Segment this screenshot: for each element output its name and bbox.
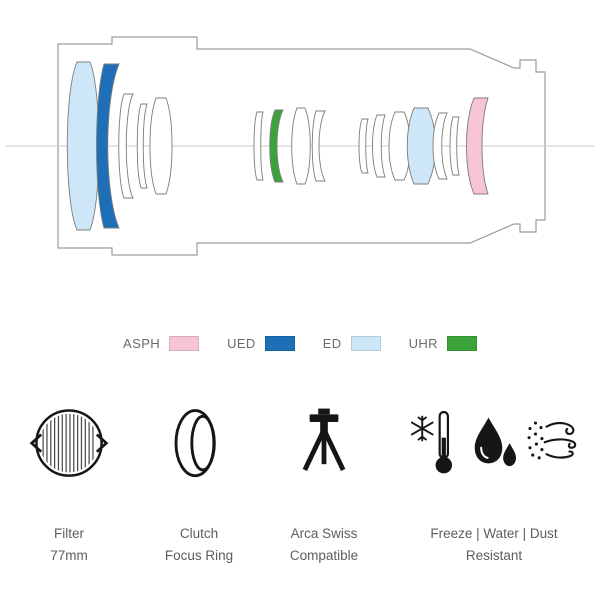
lens-element-uhr	[269, 109, 284, 183]
legend-label-uhr: UHR	[408, 336, 438, 351]
feature-line2: 77mm	[50, 548, 88, 564]
legend-item-ed: ED	[323, 336, 381, 351]
lens-element-clear-5	[291, 107, 311, 185]
dust-particles	[527, 421, 544, 460]
lens-element-clear-6	[311, 110, 326, 182]
lens-element-clear-7	[358, 118, 369, 174]
lens-element-ed-front	[66, 61, 100, 231]
water-drop-small	[503, 443, 516, 467]
legend-label-ued: UED	[227, 336, 256, 351]
feature-line1: Filter	[53, 526, 84, 541]
feature-list: Filter 77mm Clutch Focus Ring	[0, 399, 600, 568]
lens-elements-group	[66, 61, 489, 231]
lens-element-clear-10	[432, 112, 448, 180]
lens-element-clear-8	[372, 114, 386, 178]
weather-icons-wrap	[408, 399, 580, 491]
feature-weather-resistant: Freeze | Water | Dust Resistant	[388, 399, 600, 568]
legend-swatch-ued	[264, 336, 295, 351]
legend-label-ed: ED	[322, 336, 342, 351]
snowflake-icon	[410, 415, 434, 442]
water-resistant-icon	[474, 417, 516, 467]
focus-ring-icon	[174, 409, 216, 478]
feature-line1: Arca Swiss	[290, 526, 358, 541]
filter-icon-wrap	[23, 399, 115, 491]
water-drop-large	[474, 417, 503, 464]
legend-item-asph: ASPH	[123, 336, 200, 351]
lens-element-clear-9	[388, 111, 411, 181]
dust-resistant-icon	[527, 421, 577, 460]
glass-type-legend: ASPH UED ED UHR	[0, 336, 600, 351]
legend-swatch-uhr	[446, 336, 477, 351]
feature-label-filter: Filter 77mm	[50, 523, 88, 568]
drop-highlight	[480, 446, 489, 459]
focus-ring-icon-wrap	[153, 399, 245, 491]
tripod-icon-wrap	[278, 399, 370, 491]
feature-line1: Clutch	[179, 526, 219, 541]
wind-lines	[543, 422, 577, 459]
feature-line2: Focus Ring	[164, 548, 234, 564]
legend-swatch-ed	[350, 336, 381, 351]
lens-element-clear-2	[136, 103, 148, 189]
lens-element-ed-rear	[406, 107, 436, 185]
feature-line1: Freeze | Water | Dust	[430, 526, 558, 541]
feature-label-focus-ring: Clutch Focus Ring	[165, 523, 233, 568]
lens-element-clear-1	[118, 93, 134, 199]
lens-element-ued	[96, 63, 120, 229]
tripod-icon	[302, 408, 346, 471]
legend-item-ued: UED	[227, 336, 295, 351]
filter-diameter-icon	[29, 409, 109, 477]
freeze-resistant-icon	[410, 410, 453, 474]
legend-item-uhr: UHR	[409, 336, 477, 351]
lens-element-clear-4	[253, 111, 264, 181]
filter-knurling	[42, 413, 94, 473]
feature-label-arca-swiss: Arca Swiss Compatible	[290, 523, 358, 568]
feature-label-weather: Freeze | Water | Dust Resistant	[430, 523, 557, 568]
feature-filter: Filter 77mm	[0, 399, 138, 568]
lens-construction-diagram	[5, 36, 595, 256]
lens-element-asph	[466, 97, 489, 195]
thermometer-icon	[435, 410, 453, 474]
legend-label-asph: ASPH	[123, 336, 161, 351]
feature-line2: Compatible	[289, 548, 359, 564]
lens-element-clear-11	[449, 116, 460, 176]
feature-focus-ring: Clutch Focus Ring	[138, 399, 260, 568]
diameter-arrow-right	[95, 433, 109, 453]
feature-line2: Resistant	[465, 548, 523, 564]
legend-swatch-asph	[169, 336, 200, 351]
lens-element-clear-3	[149, 97, 173, 195]
feature-arca-swiss: Arca Swiss Compatible	[260, 399, 388, 568]
diameter-arrow-left	[29, 433, 43, 453]
